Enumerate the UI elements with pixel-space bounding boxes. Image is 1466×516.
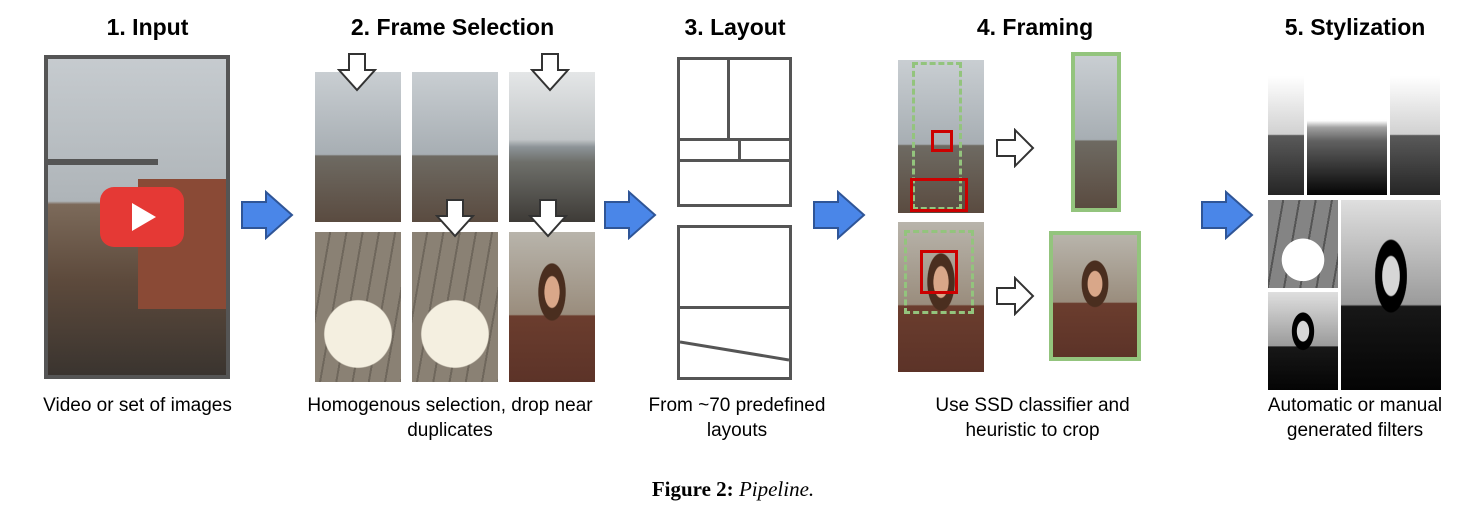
stage-title-framing: 4. Framing bbox=[976, 14, 1094, 40]
right-arrow-icon bbox=[996, 276, 1035, 316]
down-arrow-icon bbox=[337, 53, 377, 92]
down-arrow-icon bbox=[530, 53, 570, 92]
right-arrow-icon bbox=[813, 190, 866, 240]
layout-template bbox=[677, 225, 792, 380]
stage-title-frame-selection: 2. Frame Selection bbox=[350, 14, 555, 40]
stage-title-layout: 3. Layout bbox=[684, 14, 786, 40]
stylized-panel bbox=[1268, 292, 1338, 390]
framing-source-frame bbox=[898, 60, 984, 213]
detection-box bbox=[931, 130, 953, 152]
bridge-span bbox=[48, 159, 158, 165]
stylized-panel bbox=[1268, 200, 1338, 288]
candidate-frame bbox=[412, 232, 498, 382]
stage-caption-framing: Use SSD classifier and heuristic to crop bbox=[935, 395, 1130, 441]
stage-caption-frame-selection: Homogenous selection, drop near duplicat… bbox=[307, 395, 593, 441]
candidate-frame bbox=[315, 72, 401, 222]
candidate-frame bbox=[315, 232, 401, 382]
stylized-panel bbox=[1341, 200, 1441, 390]
layout-template bbox=[677, 57, 792, 207]
play-icon bbox=[132, 203, 156, 231]
stage-caption-layout: From ~70 predefined layouts bbox=[648, 395, 826, 441]
candidate-frame bbox=[509, 72, 595, 222]
cropped-frame bbox=[1049, 231, 1141, 361]
right-arrow-icon bbox=[1201, 190, 1254, 240]
stage-caption-input: Video or set of images bbox=[43, 395, 232, 416]
stage-caption-stylization: Automatic or manual generated filters bbox=[1267, 395, 1443, 441]
stylized-panel bbox=[1307, 60, 1387, 195]
figure-label: Figure 2: bbox=[651, 477, 734, 501]
figure-caption: Figure 2: Pipeline. bbox=[0, 477, 1466, 502]
right-arrow-icon bbox=[604, 190, 657, 240]
down-arrow-icon bbox=[435, 199, 475, 238]
stage-title-input: 1. Input bbox=[106, 14, 189, 40]
candidate-crop bbox=[904, 230, 974, 314]
candidate-frame bbox=[509, 232, 595, 382]
detection-box bbox=[910, 178, 968, 212]
candidate-crop bbox=[912, 62, 962, 210]
right-arrow-icon bbox=[241, 190, 294, 240]
play-button[interactable] bbox=[100, 187, 184, 247]
cropped-frame bbox=[1071, 52, 1121, 212]
detection-box bbox=[920, 250, 958, 294]
stage-title-stylization: 5. Stylization bbox=[1284, 14, 1426, 40]
input-video-frame bbox=[44, 55, 230, 379]
stylized-panel bbox=[1390, 60, 1440, 195]
framing-source-frame bbox=[898, 222, 984, 372]
right-arrow-icon bbox=[996, 128, 1035, 168]
stylized-panel bbox=[1268, 60, 1304, 195]
figure-title: Pipeline. bbox=[738, 477, 815, 501]
down-arrow-icon bbox=[528, 199, 568, 238]
candidate-frame bbox=[412, 72, 498, 222]
